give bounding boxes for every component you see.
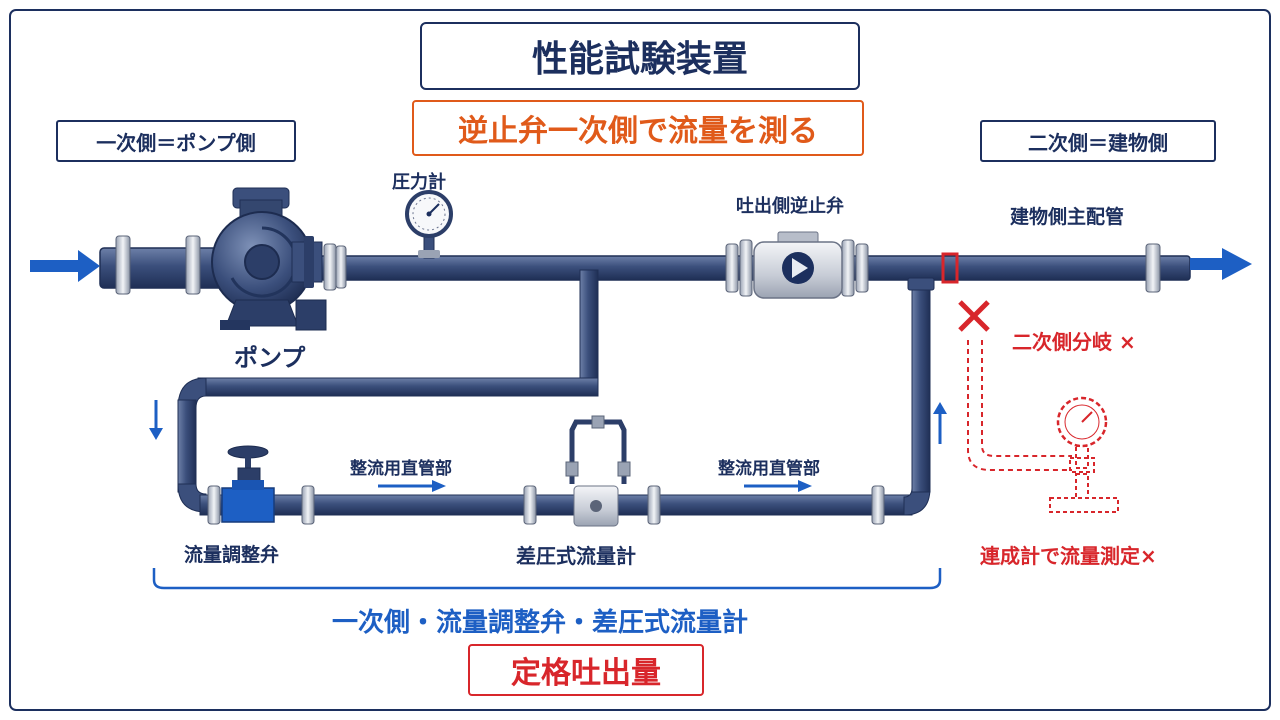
flow-control-valve-label: 流量調整弁: [184, 544, 280, 566]
scope-bracket: [152, 568, 942, 590]
building-main-pipe-label: 建物側主配管: [1010, 206, 1125, 228]
secondary-branch-label: 二次側分岐 ×: [1012, 330, 1136, 354]
outer-frame: [9, 9, 1271, 711]
page-title: 性能試験装置: [531, 39, 748, 80]
centrifugal-pump-icon: [211, 187, 327, 331]
differential-pressure-flowmeter-icon: [565, 415, 631, 527]
right-arrow-icon: [378, 480, 446, 492]
subtitle: 逆止弁一次側で流量を測る: [458, 114, 818, 149]
test-loop-flanges: [207, 485, 885, 525]
result-label: 定格吐出量: [511, 656, 661, 691]
secondary-side-box: 二次側＝建物側: [980, 120, 1216, 162]
result-box: 定格吐出量: [468, 644, 704, 696]
summary-line: 一次側・流量調整弁・差圧式流量計: [332, 608, 749, 638]
primary-side-box: 一次側＝ポンプ側: [56, 120, 296, 162]
check-valve-label: 吐出側逆止弁: [736, 196, 844, 217]
compound-gauge-note: 連成計で流量測定×: [980, 544, 1157, 568]
down-arrow-icon: [149, 400, 163, 440]
compound-gauge-icon: [1049, 396, 1119, 513]
straight-pipe-label-2: 整流用直管部: [718, 459, 820, 479]
pressure-gauge-label: 圧力計: [392, 172, 446, 193]
gate-valve-icon: [221, 445, 275, 523]
right-arrow-icon-2: [744, 480, 812, 492]
cross-mark-icon: [958, 300, 990, 332]
branch-point-marker: [941, 252, 959, 284]
up-arrow-icon: [933, 402, 947, 444]
dashed-branch-line: [967, 340, 1072, 471]
straight-pipe-label-1: 整流用直管部: [350, 459, 452, 479]
check-valve-icon: [753, 231, 843, 299]
inlet-arrow-icon: [30, 250, 100, 282]
dp-flowmeter-label: 差圧式流量計: [516, 544, 636, 568]
primary-side-label: 一次側＝ポンプ側: [96, 130, 256, 155]
main-line-flanges: [115, 235, 1161, 297]
subtitle-box: 逆止弁一次側で流量を測る: [412, 100, 864, 156]
title-box: 性能試験装置: [420, 22, 860, 90]
pressure-gauge-icon: [405, 190, 453, 259]
secondary-side-label: 二次側＝建物側: [1028, 130, 1168, 155]
test-loop-pipe: [177, 269, 935, 516]
pump-label: ポンプ: [234, 344, 306, 372]
outlet-arrow-icon: [1190, 248, 1252, 280]
